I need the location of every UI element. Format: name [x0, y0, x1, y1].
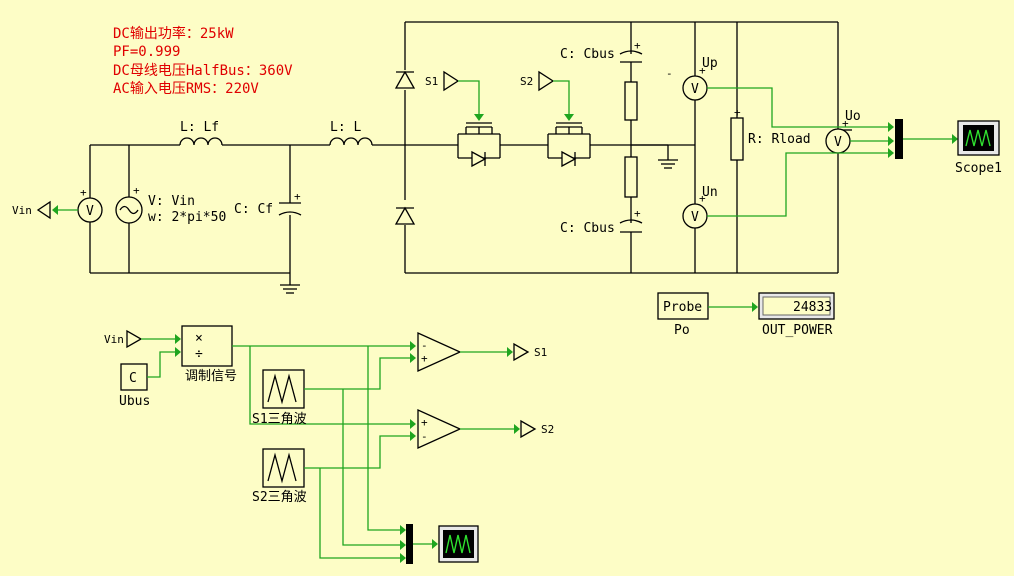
scope1-block[interactable]: Scope1	[955, 120, 1002, 176]
ubus-constant[interactable]: C Ubus	[119, 363, 150, 409]
s1-triangle-generator[interactable]: S1三角波	[252, 369, 307, 427]
voltmeter-vin[interactable]: V +	[77, 186, 103, 223]
s2-triangle-generator[interactable]: S2三角波	[252, 448, 307, 505]
svg-text:+: +	[421, 352, 428, 365]
control-mux-block[interactable]	[406, 524, 413, 564]
svg-text:S1: S1	[425, 75, 438, 88]
svg-text:S2: S2	[520, 75, 533, 88]
svg-text:V: V	[834, 135, 842, 150]
svg-text:V: V	[86, 204, 94, 219]
svg-text:×: ×	[195, 331, 203, 346]
svg-text:-: -	[666, 67, 673, 80]
cbus-top-label: C: Cbus	[560, 47, 615, 62]
capacitor-cf[interactable]: + C: Cf	[234, 190, 302, 217]
ground-symbol	[658, 159, 678, 169]
scope1-label: Scope1	[955, 161, 1002, 176]
svg-text:+: +	[734, 106, 741, 119]
svg-text:+: +	[80, 186, 87, 199]
diode-bottom[interactable]	[394, 206, 416, 225]
svg-text:S1: S1	[534, 346, 547, 359]
modulation-label: 调制信号	[185, 369, 237, 384]
cbus-bottom-label: C: Cbus	[560, 221, 615, 236]
ubus-label: Ubus	[119, 394, 150, 409]
s1-tri-label: S1三角波	[252, 412, 307, 427]
diode-top[interactable]	[394, 70, 416, 89]
svg-text:Probe: Probe	[663, 300, 702, 315]
svg-text:+: +	[699, 64, 706, 77]
up-label: Up	[702, 56, 718, 71]
port-s1-out[interactable]: S1	[513, 342, 547, 362]
port-vin-out[interactable]: Vin	[12, 200, 51, 220]
resistor-top[interactable]	[624, 81, 638, 121]
voltmeter-up[interactable]: V + - Up	[666, 56, 718, 101]
annotation-pf: PF=0.999	[113, 44, 180, 60]
port-s1-gate[interactable]: S1	[425, 70, 460, 92]
mux-block[interactable]	[895, 119, 903, 159]
switch-s2[interactable]	[547, 122, 591, 168]
po-label: Po	[674, 323, 690, 338]
port-vin-in[interactable]: Vin	[104, 329, 143, 349]
annotation-bus-voltage: DC母线电压HalfBus：360V	[113, 63, 293, 79]
annotation-power: DC输出功率：25kW	[113, 25, 234, 42]
probe-block[interactable]: Probe Po	[657, 292, 709, 338]
lf-label: L: Lf	[180, 120, 219, 135]
svg-text:+: +	[842, 117, 849, 130]
svg-text:+: +	[634, 39, 641, 52]
svg-text:-: -	[421, 430, 428, 443]
rload-label: R: Rload	[748, 132, 811, 147]
divider-block[interactable]: × ÷ 调制信号	[181, 325, 237, 384]
switch-s1[interactable]	[457, 122, 501, 168]
svg-text:+: +	[699, 192, 706, 205]
annotation-ac-voltage: AC输入电压RMS：220V	[113, 81, 259, 97]
port-s2-gate[interactable]: S2	[520, 70, 555, 92]
svg-text:+: +	[421, 416, 428, 429]
vin-source-label: V: Vin	[148, 194, 195, 209]
svg-text:V: V	[691, 210, 699, 225]
svg-text:+: +	[133, 184, 140, 197]
svg-text:÷: ÷	[195, 347, 203, 362]
cf-label: C: Cf	[234, 202, 273, 217]
resistor-rload[interactable]: + R: Rload	[730, 106, 811, 161]
uo-label: Uo	[845, 109, 861, 124]
svg-text:Vin: Vin	[12, 204, 32, 217]
vin-source-param: w: 2*pi*50	[148, 210, 226, 225]
svg-text:S2: S2	[541, 423, 554, 436]
comparator-s2[interactable]: + -	[417, 408, 462, 450]
svg-text:V: V	[691, 82, 699, 97]
voltmeter-uo[interactable]: V + Uo	[825, 109, 861, 154]
svg-text:+: +	[634, 207, 641, 220]
voltmeter-un[interactable]: V + Un	[682, 185, 718, 229]
out-power-label: OUT_POWER	[762, 323, 833, 338]
l-label: L: L	[330, 120, 361, 135]
svg-text:Vin: Vin	[104, 333, 124, 346]
s2-tri-label: S2三角波	[252, 490, 307, 505]
inductor-lf[interactable]: L: Lf	[179, 120, 223, 146]
svg-text:C: C	[129, 371, 137, 386]
svg-text:-: -	[421, 339, 428, 352]
out-power-display[interactable]: 24833 OUT_POWER	[758, 292, 835, 338]
annotation-block: DC输出功率：25kW PF=0.999 DC母线电压HalfBus：360V …	[113, 25, 293, 97]
control-scope-block[interactable]	[438, 525, 479, 563]
ground-symbol	[280, 284, 300, 294]
port-s2-out[interactable]: S2	[520, 419, 554, 439]
out-power-value: 24833	[793, 300, 832, 315]
un-label: Un	[702, 185, 718, 200]
ac-source-vin[interactable]: + V: Vin w: 2*pi*50	[115, 184, 226, 225]
svg-text:+: +	[294, 190, 301, 203]
capacitor-cbus-bottom[interactable]: + C: Cbus	[560, 207, 643, 236]
resistor-bottom[interactable]	[624, 156, 638, 198]
inductor-l[interactable]: L: L	[329, 120, 373, 146]
comparator-s1[interactable]: - +	[417, 331, 462, 373]
capacitor-cbus-top[interactable]: + C: Cbus	[560, 39, 643, 63]
